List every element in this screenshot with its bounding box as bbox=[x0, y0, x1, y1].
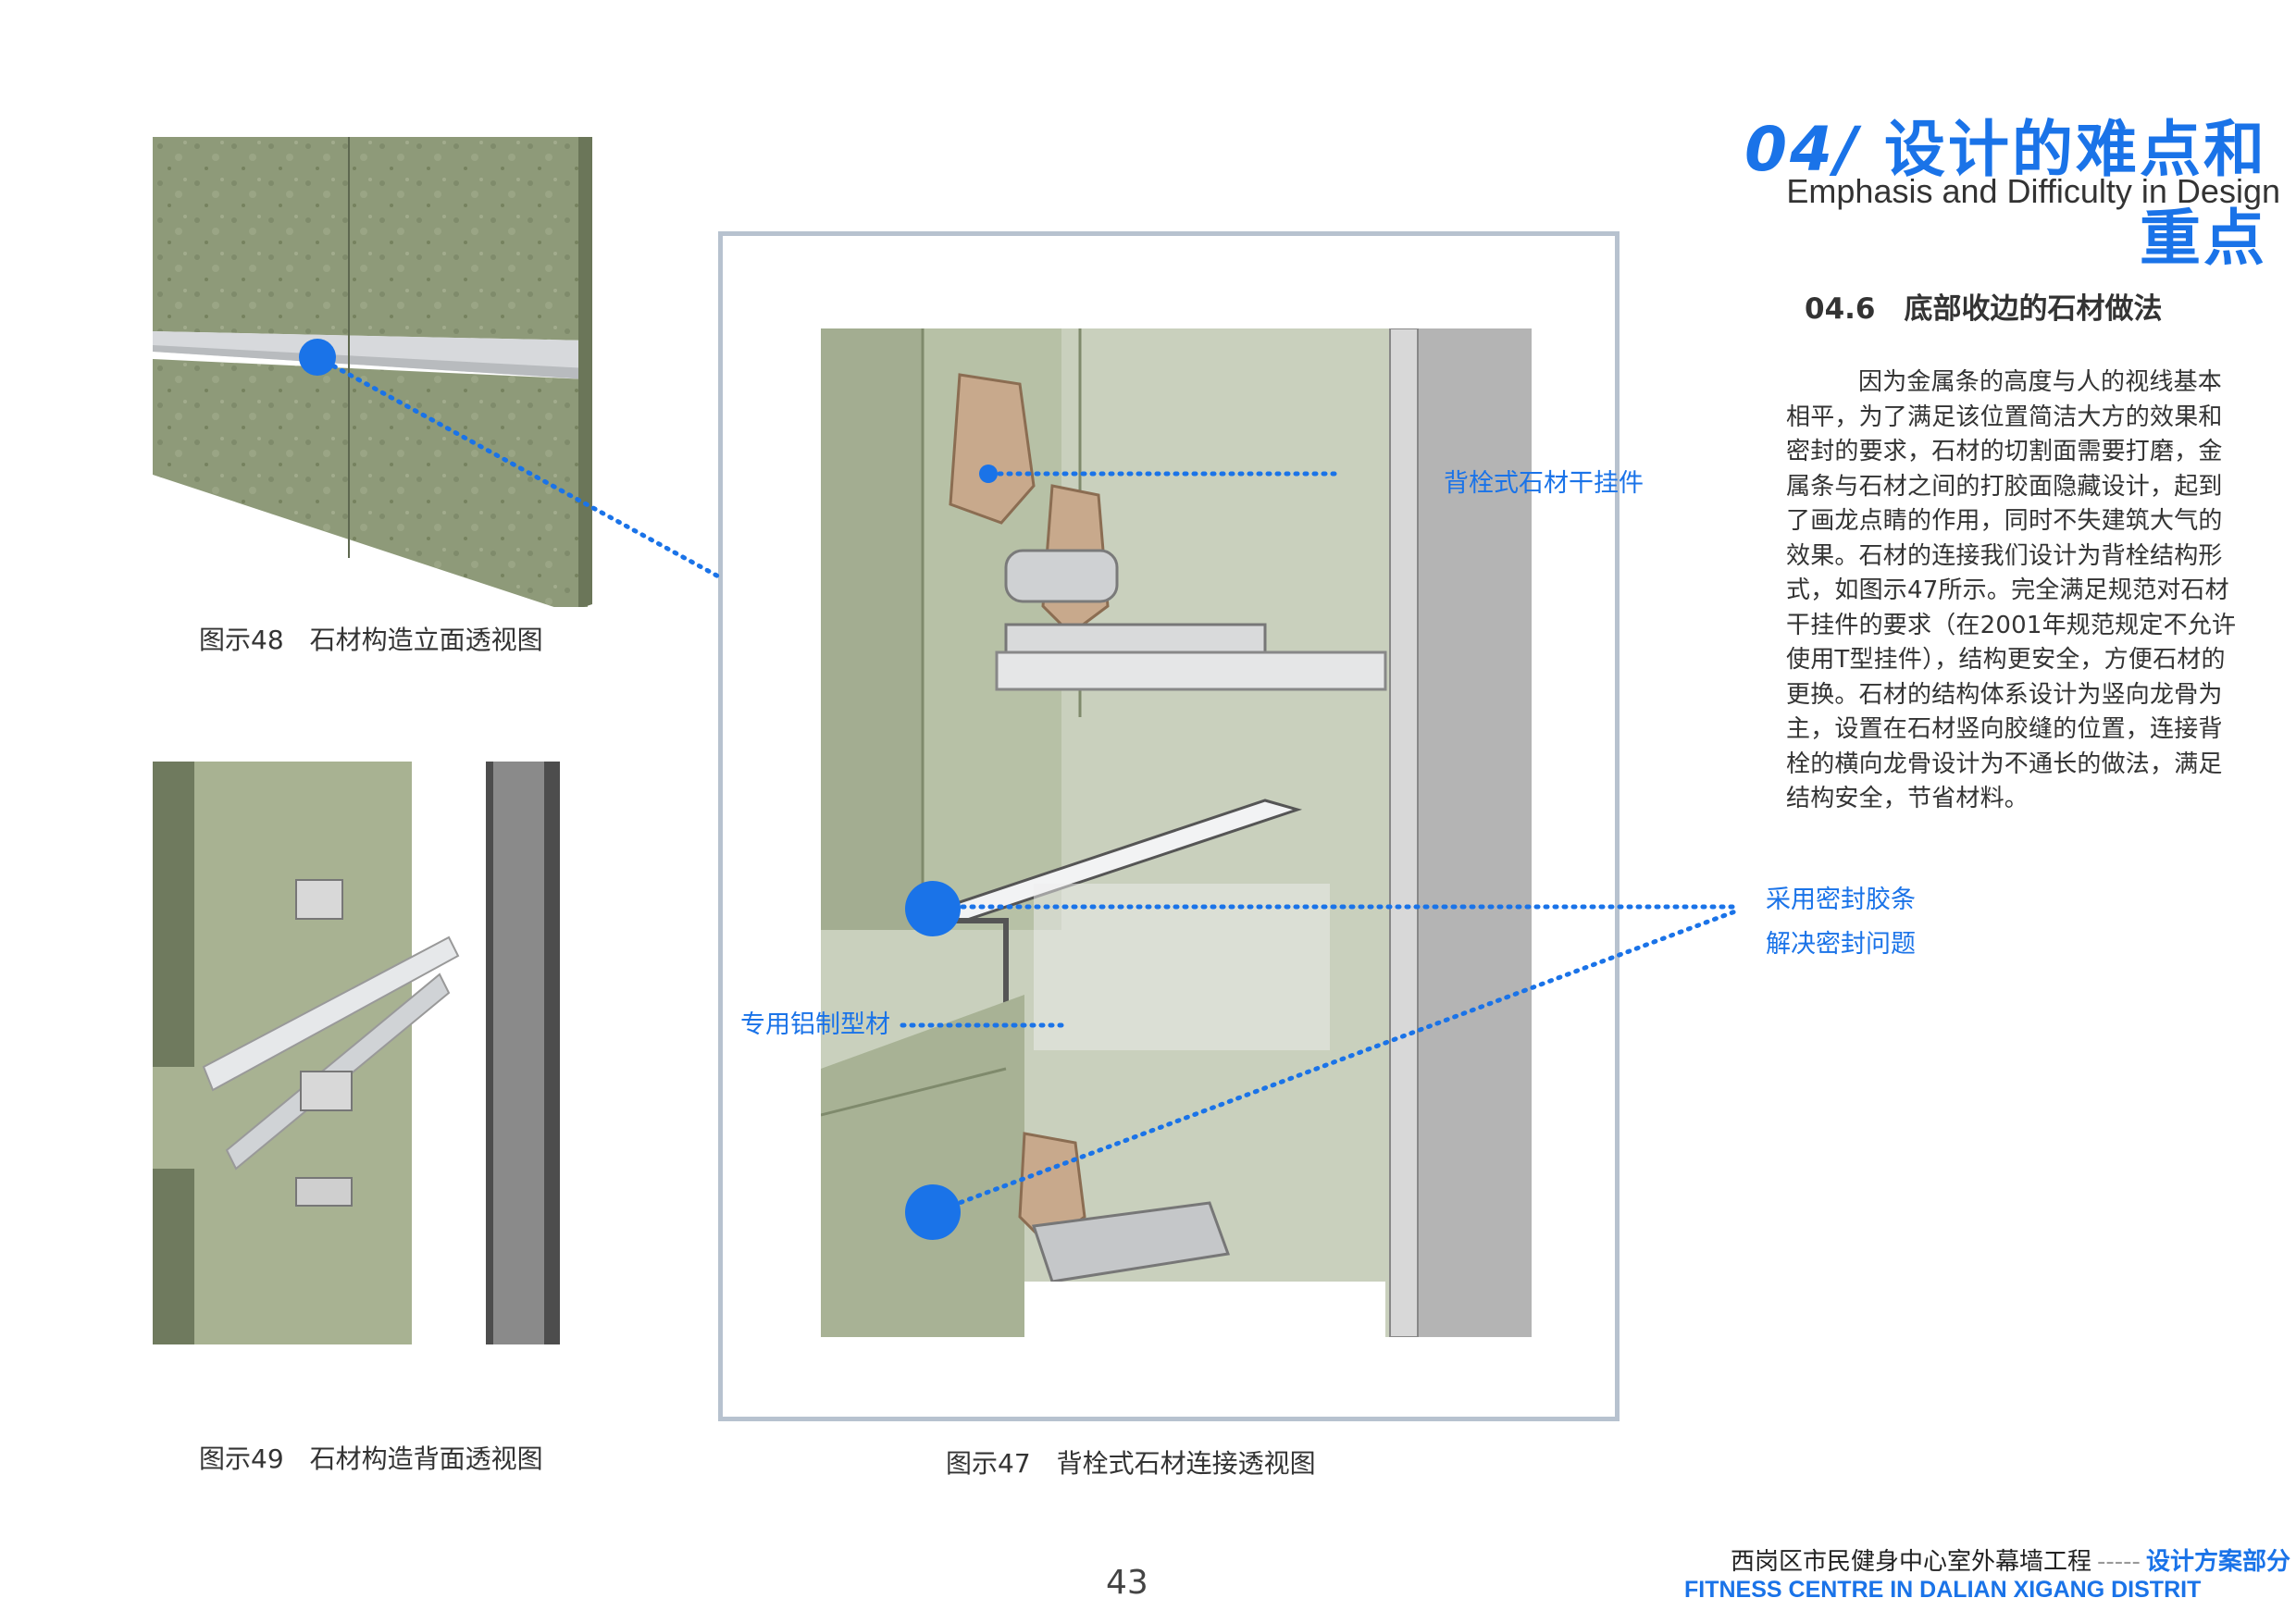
section-body: 因为金属条的高度与人的视线基本相平，为了满足该位置简洁大方的效果和密封的要求，石… bbox=[1786, 368, 2237, 812]
footer-project-en: FITNESS CENTRE IN DALIAN XIGANG DISTRIT bbox=[1684, 1577, 2202, 1603]
figure-49-caption: 图示49 石材构造背面透视图 bbox=[199, 1443, 543, 1474]
page-number: 43 bbox=[1106, 1564, 1148, 1602]
footer-part: 设计方案部分 bbox=[2145, 1548, 2290, 1576]
figure-49-image bbox=[153, 762, 597, 1344]
page-title: 04/ 设计的难点和重点 bbox=[1712, 100, 2267, 278]
figure-47-caption: 图示47 背栓式石材连接透视图 bbox=[946, 1448, 1316, 1479]
figure-47-image bbox=[821, 328, 1532, 1337]
figure-48-caption: 图示48 石材构造立面透视图 bbox=[199, 625, 543, 655]
figure-48-image bbox=[153, 137, 592, 607]
footer-project: 西岗区市民健身中心室外幕墙工程-----设计方案部分 bbox=[1731, 1542, 2290, 1577]
section-number: 04/ bbox=[1744, 114, 1861, 185]
footer-project-name: 西岗区市民健身中心室外幕墙工程 bbox=[1731, 1548, 2092, 1576]
callout-profile: 专用铝制型材 bbox=[740, 1010, 890, 1039]
callout-seal-line1: 采用密封胶条 bbox=[1766, 886, 1916, 914]
title-text: 设计的难点和重点 bbox=[1884, 114, 2267, 274]
callout-anchor: 背栓式石材干挂件 bbox=[1444, 469, 1644, 498]
figure-47-frame bbox=[718, 231, 1620, 1421]
section-title: 04.6 底部收边的石材做法 bbox=[1805, 292, 2163, 326]
footer-dash: ----- bbox=[2097, 1548, 2141, 1576]
page-subtitle: Emphasis and Difficulty in Design bbox=[1786, 172, 2280, 210]
callout-seal-line2: 解决密封问题 bbox=[1766, 930, 1916, 959]
